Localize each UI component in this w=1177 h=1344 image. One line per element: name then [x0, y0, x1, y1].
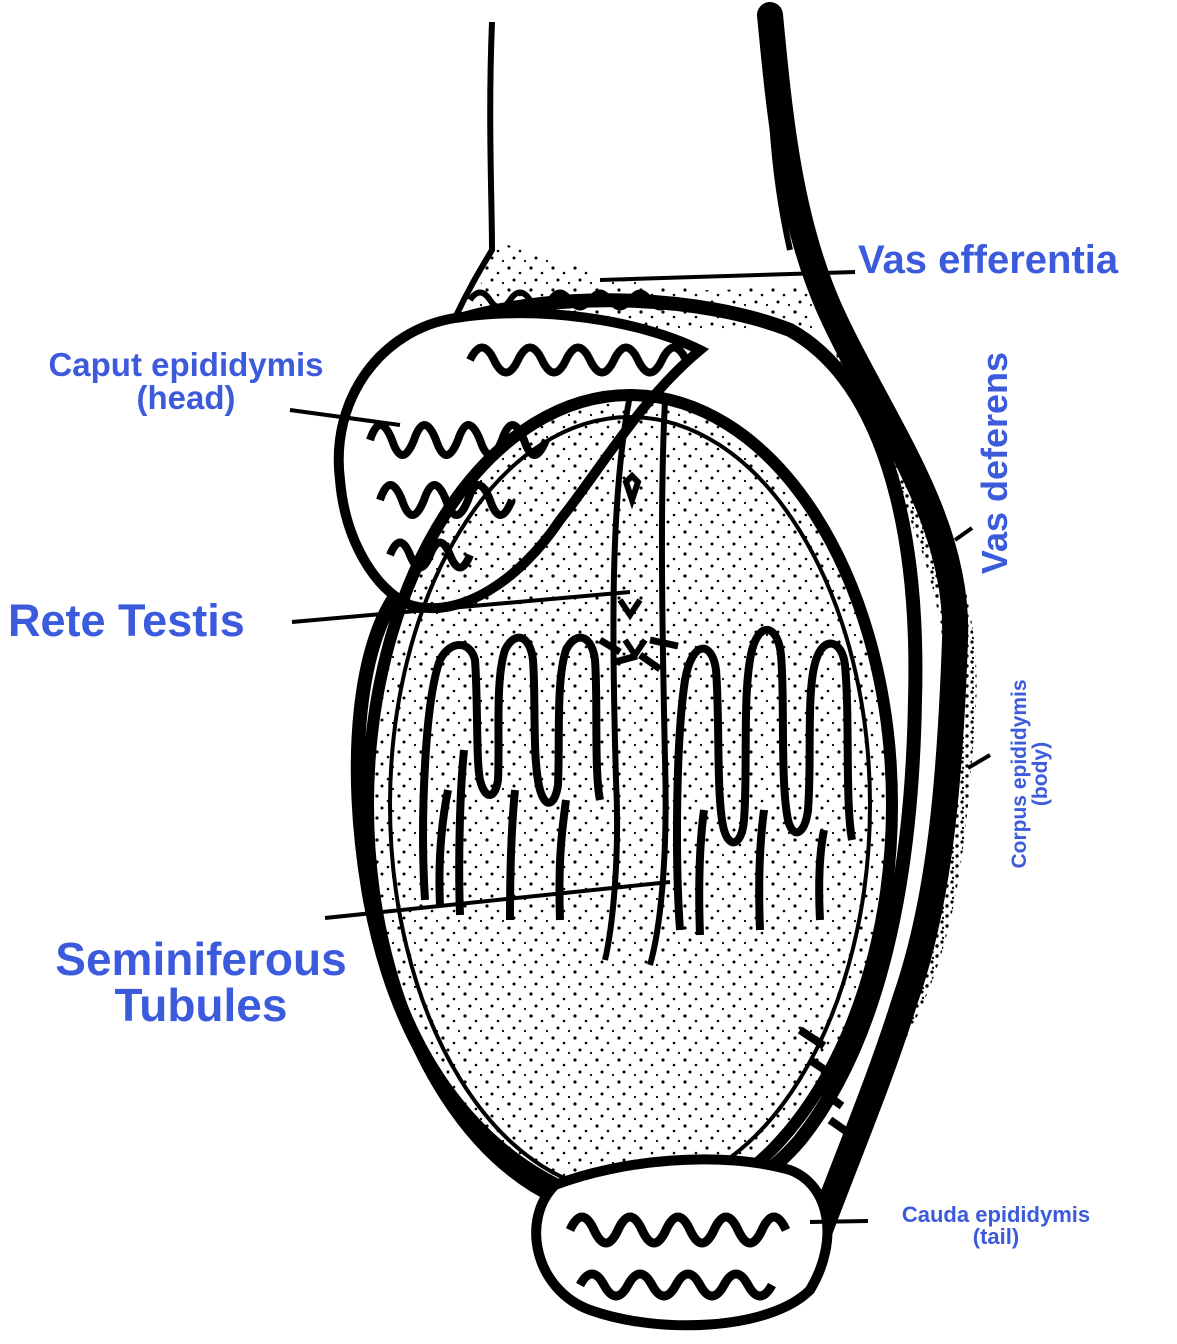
label-rete-testis: Rete Testis [8, 598, 245, 643]
spermatic-cord [455, 15, 815, 330]
label-cauda-epididymis-text: Cauda epididymis [868, 1204, 1124, 1226]
label-cauda-epididymis: Cauda epididymis (tail) [868, 1204, 1124, 1248]
label-vas-deferens: Vas deferens [977, 343, 1013, 583]
label-caput-epididymis: Caput epididymis (head) [0, 348, 372, 414]
label-corpus-epididymis: Corpus epididymis (body) [1009, 669, 1051, 879]
label-vas-deferens-text: Vas deferens [977, 343, 1013, 583]
label-caput-epididymis-sub: (head) [0, 381, 372, 414]
label-corpus-epididymis-text: Corpus epididymis [1009, 669, 1030, 879]
leader-cauda [810, 1221, 868, 1222]
label-seminiferous-tubules: Seminiferous Tubules [20, 936, 382, 1028]
label-vas-efferentia: Vas efferentia [858, 240, 1118, 280]
label-seminiferous-line1: Seminiferous [20, 936, 382, 982]
label-corpus-epididymis-sub: (body) [1030, 669, 1051, 879]
label-vas-efferentia-text: Vas efferentia [858, 240, 1118, 280]
label-caput-epididymis-text: Caput epididymis [0, 348, 372, 381]
label-seminiferous-line2: Tubules [20, 982, 382, 1028]
label-rete-testis-text: Rete Testis [8, 598, 245, 643]
leader-vas-deferens [955, 528, 972, 540]
label-cauda-epididymis-sub: (tail) [868, 1226, 1124, 1248]
